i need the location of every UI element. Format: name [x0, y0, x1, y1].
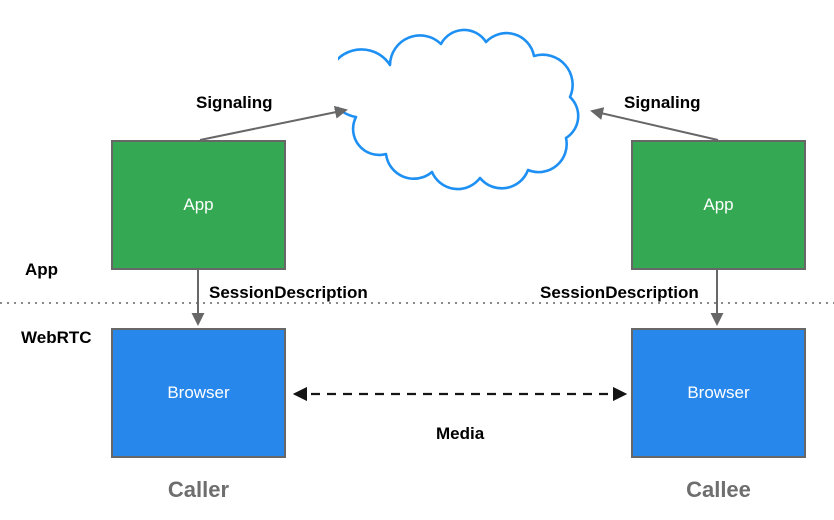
caller-label: Caller [167, 477, 230, 502]
lane-label-webrtc: WebRTC [21, 328, 92, 347]
app-webrtc-divider-line [0, 302, 834, 304]
callee-label: Callee [686, 477, 751, 502]
signaling-right-label: Signaling [624, 93, 701, 112]
session-description-left-label: SessionDescription [209, 283, 368, 302]
signaling-right-arrow [590, 107, 719, 141]
session-description-right-label: SessionDescription [540, 283, 699, 302]
node-caller-browser: Browser [111, 328, 286, 458]
lane-label-app: App [25, 260, 59, 279]
signaling-left-label: Signaling [196, 93, 273, 112]
node-caller-browser-label: Browser [167, 383, 230, 402]
node-caller-app-label: App [183, 195, 214, 214]
signaling-cloud-icon [338, 28, 580, 191]
node-callee-app-label: App [703, 195, 734, 214]
signaling-left-arrow [199, 105, 348, 141]
node-callee-app: App [631, 140, 806, 270]
node-caller-app: App [111, 140, 286, 270]
media-label: Media [436, 424, 485, 443]
node-callee-browser: Browser [631, 328, 806, 458]
node-callee-browser-label: Browser [687, 383, 750, 402]
